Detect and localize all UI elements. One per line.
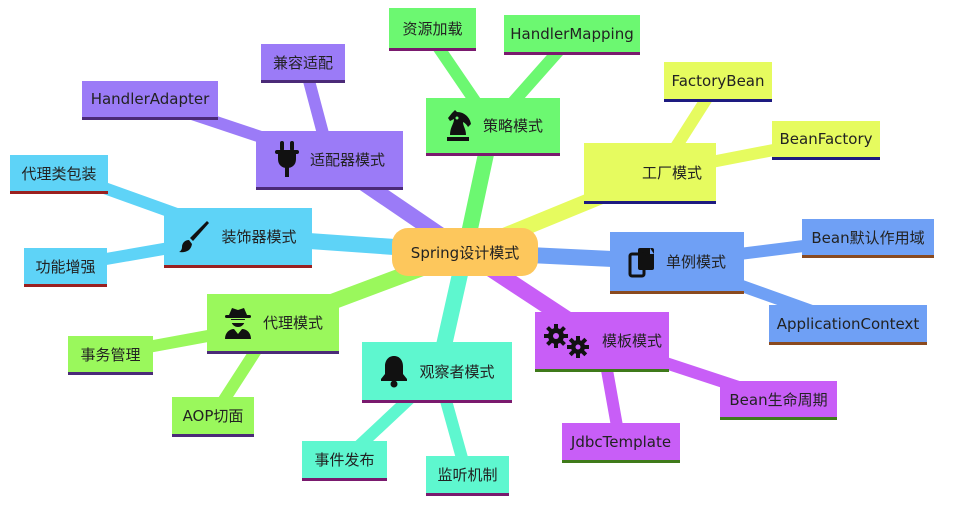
leaf-template-jdbc[interactable]: JdbcTemplate — [562, 423, 680, 463]
copy-icon — [628, 246, 656, 278]
leaf-decorator-wrap[interactable]: 代理类包装 — [10, 155, 108, 194]
leaf-adapter-handler[interactable]: HandlerAdapter — [82, 81, 218, 120]
plug-icon — [274, 141, 300, 177]
leaf-strategy-mapping[interactable]: HandlerMapping — [504, 15, 640, 55]
branch-strategy-label: 策略模式 — [482, 117, 543, 135]
branch-adapter[interactable]: 适配器模式 — [256, 131, 403, 190]
paintbrush-icon — [179, 220, 211, 253]
branch-adapter-label: 适配器模式 — [309, 150, 385, 169]
branch-observer-label: 观察者模式 — [419, 362, 495, 381]
branch-proxy[interactable]: 代理模式 — [207, 294, 339, 354]
leaf-proxy-aop[interactable]: AOP切面 — [172, 397, 254, 437]
bell-icon — [379, 354, 409, 388]
branch-singleton[interactable]: 单例模式 — [610, 232, 744, 294]
leaf-factory-fb[interactable]: FactoryBean — [664, 62, 772, 102]
branch-template[interactable]: 模板模式 — [535, 312, 669, 372]
branch-proxy-label: 代理模式 — [262, 314, 323, 332]
branch-singleton-label: 单例模式 — [665, 253, 726, 271]
branch-factory-label: 工厂模式 — [641, 163, 702, 182]
leaf-singleton-scope[interactable]: Bean默认作用域 — [802, 219, 934, 258]
branch-factory[interactable]: 工厂模式 — [584, 143, 716, 204]
branch-observer[interactable]: 观察者模式 — [362, 342, 512, 403]
gears-icon — [542, 323, 592, 359]
branch-decorator[interactable]: 装饰器模式 — [164, 208, 312, 268]
leaf-strategy-loading[interactable]: 资源加载 — [389, 8, 476, 51]
chess-knight-icon — [443, 109, 473, 143]
leaf-observer-listen[interactable]: 监听机制 — [426, 456, 509, 496]
leaf-observer-publish[interactable]: 事件发布 — [302, 441, 387, 481]
leaf-singleton-ctx[interactable]: ApplicationContext — [769, 305, 927, 345]
branch-template-label: 模板模式 — [601, 332, 662, 350]
leaf-template-lifecycle[interactable]: Bean生命周期 — [720, 381, 837, 420]
leaf-proxy-tx[interactable]: 事务管理 — [68, 336, 153, 375]
root-label: Spring设计模式 — [410, 243, 520, 262]
root-node[interactable]: Spring设计模式 — [392, 228, 538, 276]
branch-strategy[interactable]: 策略模式 — [426, 98, 560, 156]
user-secret-icon — [223, 306, 253, 340]
leaf-decorator-enhance[interactable]: 功能增强 — [24, 248, 107, 287]
branch-decorator-label: 装饰器模式 — [221, 228, 297, 246]
leaf-factory-bf[interactable]: BeanFactory — [772, 121, 880, 160]
leaf-adapter-compat[interactable]: 兼容适配 — [261, 44, 345, 83]
